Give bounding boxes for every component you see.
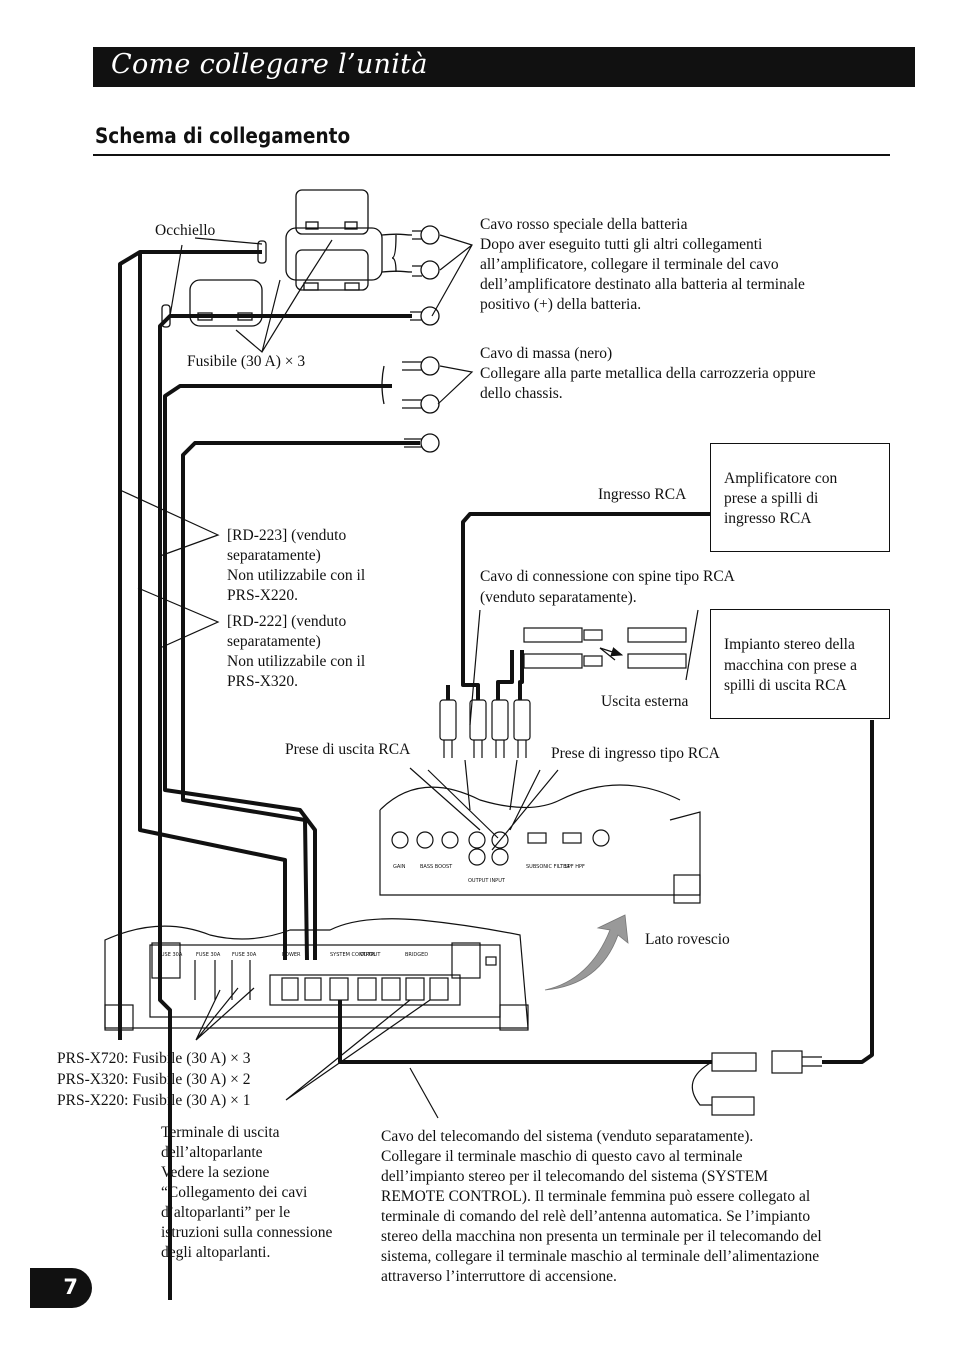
amplifier-input-box [710, 443, 890, 552]
prese-ingresso-label: Prese di ingresso tipo RCA [551, 745, 720, 762]
remote-cable-line: terminale di comando del relè dell’anten… [381, 1208, 811, 1225]
rca-cable-line: Cavo di connessione con spine tipo RCA [480, 568, 735, 585]
fuse-label: FUSE 30A [196, 952, 221, 958]
remote-cable-line: Collegare il terminale maschio di questo… [381, 1148, 743, 1165]
battery-desc-line: all’amplificatore, collegare il terminal… [480, 256, 779, 273]
fuse-label: FUSE 30A [232, 952, 257, 958]
rd222-line: Non utilizzabile con il [227, 653, 366, 670]
occhiello-label: Occhiello [155, 222, 216, 239]
amp-box-line: ingresso RCA [724, 510, 812, 527]
stereo-box-line: spilli di uscita RCA [724, 677, 847, 694]
remote-cable-line: attraverso l’interruttore di accensione. [381, 1268, 617, 1285]
section-title: Schema di collegamento [95, 124, 351, 148]
page-header-title: Come collegare l’unità [111, 49, 428, 80]
speaker-terminal-line: Vedere la sezione [161, 1164, 270, 1181]
rd223-line: separatamente) [227, 547, 321, 564]
fuse-model-line: PRS-X720: Fusibile (30 A) × 3 [57, 1050, 251, 1067]
rd223-line: PRS-X220. [227, 587, 299, 604]
remote-cable-line: dell’impianto stereo per il telecomando … [381, 1168, 768, 1185]
prese-uscita-label: Prese di uscita RCA [285, 741, 411, 758]
bridged-label: BRIDGED [405, 952, 428, 958]
speaker-terminal-line: Terminale di uscita [161, 1124, 280, 1141]
amp-box-line: prese a spilli di [724, 490, 819, 507]
arrow-icon [544, 914, 629, 991]
speaker-terminal-line: degli altoparlanti. [161, 1244, 271, 1261]
subsonic-label: SUBSONIC FILTER [526, 864, 570, 870]
speaker-terminal-line: d’altoparlanti” per le [161, 1204, 291, 1221]
rd223-line: [RD-223] (venduto [227, 527, 347, 544]
battery-desc-line: dell’amplificatore destinato alla batter… [480, 276, 805, 293]
fusibile-label: Fusibile (30 A) × 3 [187, 353, 306, 370]
fuse-model-line: PRS-X320: Fusibile (30 A) × 2 [57, 1071, 251, 1088]
speaker-terminal-line: istruzioni sulla connessione [161, 1224, 333, 1241]
rca-cable-line: (venduto separatamente). [480, 589, 637, 606]
rca-plug-icon [439, 699, 531, 758]
battery-cable-title: Cavo rosso speciale della batteria [480, 216, 688, 233]
lpf-hpf-label: LPF HPF [565, 864, 585, 870]
remote-connector-icon [691, 1050, 822, 1116]
rd222-line: PRS-X320. [227, 673, 299, 690]
rd222-line: [RD-222] (venduto [227, 613, 347, 630]
amplifier-front-panel [104, 918, 529, 1031]
remote-cable-line: sistema, collegare il terminale maschio … [381, 1248, 820, 1265]
ground-desc-line: Collegare alla parte metallica della car… [480, 365, 816, 382]
page-number-tab: 7 [30, 1268, 92, 1308]
amp-box-line: Amplificatore con [724, 470, 838, 487]
fuse-model-line: PRS-X220: Fusibile (30 A) × 1 [57, 1092, 251, 1109]
battery-desc-line: Dopo aver eseguito tutti gli altri colle… [480, 236, 763, 253]
gain-label: GAIN [393, 864, 406, 870]
stereo-box-line: Impianto stereo della [724, 636, 855, 653]
system-control-label: SYSTEM CONTROL [330, 952, 376, 958]
bass-boost-label: BASS BOOST [420, 864, 453, 870]
remote-cable-line: Cavo del telecomando del sistema (vendut… [381, 1128, 754, 1145]
ground-cable-title: Cavo di massa (nero) [480, 345, 613, 362]
remote-cable-line: stereo della macchina non presenta un te… [381, 1228, 822, 1245]
ingresso-rca-label: Ingresso RCA [598, 486, 687, 503]
power-label: POWER [282, 952, 301, 958]
fuse-label: FUSE 30A [158, 952, 183, 958]
rd222-line: separatamente) [227, 633, 321, 650]
rca-connector-icon [523, 627, 687, 669]
page-number: 7 [63, 1275, 78, 1299]
section-divider [93, 154, 890, 156]
uscita-esterna-label: Uscita esterna [601, 693, 689, 710]
battery-desc-line: positivo (+) della batteria. [480, 296, 642, 313]
output-label: OUTPUT [360, 952, 381, 958]
amplifier-rear-panel [379, 784, 701, 904]
speaker-terminal-line: “Collegamento dei cavi [161, 1184, 308, 1201]
fuse-holder-icon [189, 189, 383, 327]
header-banner: Come collegare l’unità [93, 47, 915, 87]
stereo-box-line: macchina con prese a [724, 657, 857, 674]
lato-rovescio-label: Lato rovescio [645, 931, 730, 948]
stereo-output-box [710, 609, 890, 719]
ground-desc-line: dello chassis. [480, 385, 563, 402]
ground-terminal-icon [381, 356, 440, 453]
rd223-line: Non utilizzabile con il [227, 567, 366, 584]
speaker-terminal-line: dell’altoparlante [161, 1144, 263, 1161]
output-input-label: OUTPUT INPUT [468, 878, 506, 884]
ring-terminal-icon [381, 225, 440, 326]
remote-cable-line: REMOTE CONTROL). Il terminale femmina pu… [381, 1188, 811, 1205]
